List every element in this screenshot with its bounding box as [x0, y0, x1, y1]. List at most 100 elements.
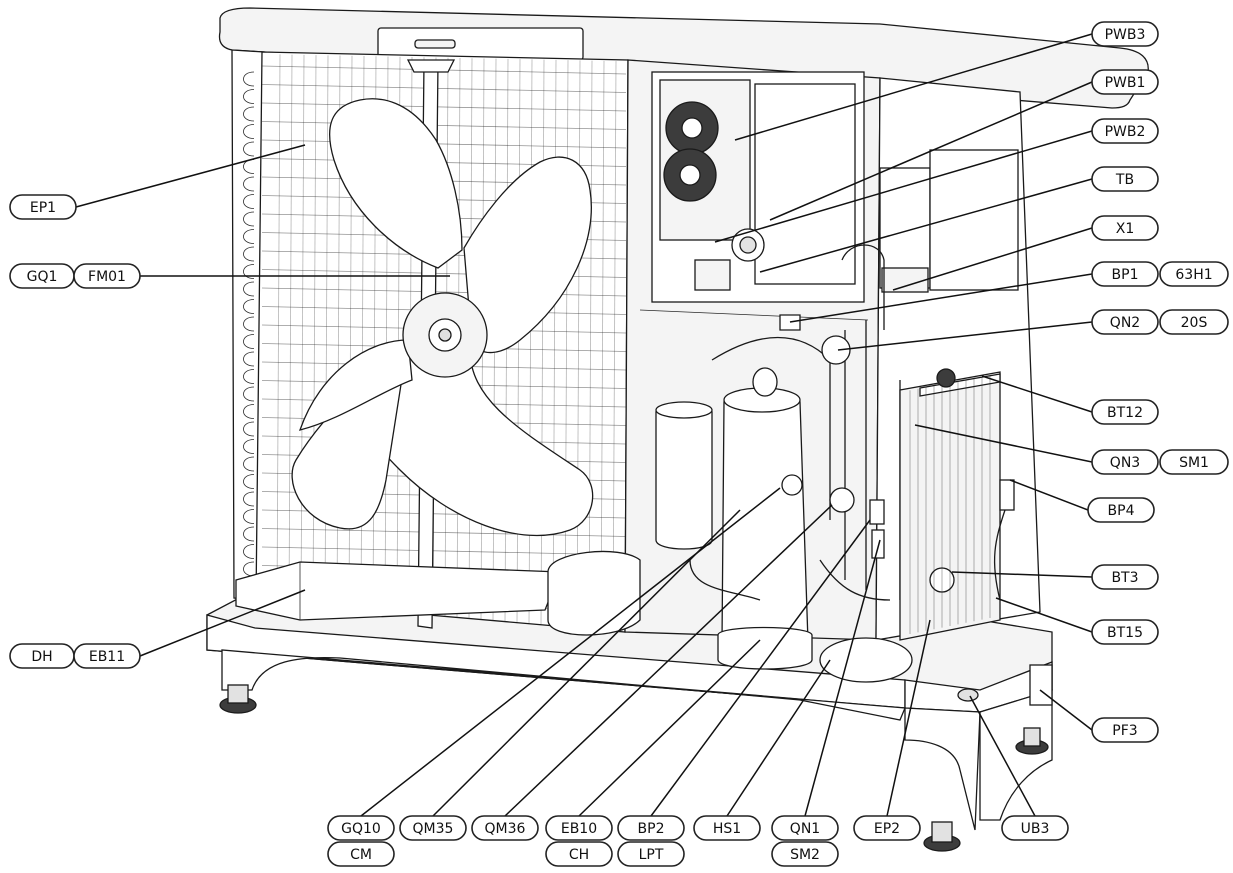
callout-pwb2: PWB2 — [1091, 118, 1159, 144]
callout-label: UB3 — [1021, 821, 1050, 837]
callout-bt3: BT3 — [1091, 564, 1159, 590]
callout-box — [1091, 69, 1159, 95]
callout-label: QN1 — [790, 821, 820, 837]
callout-box — [853, 815, 921, 841]
callout-bt15: BT15 — [1091, 619, 1159, 645]
plate-heat-exchanger — [899, 368, 1001, 641]
receiver — [547, 550, 641, 636]
callout-20s: 20S — [1159, 309, 1229, 335]
callout-eb10: EB10 — [545, 815, 613, 841]
callout-label: TB — [1115, 172, 1134, 188]
callout-label: CH — [569, 847, 589, 863]
callout-label: DH — [31, 649, 52, 665]
leader-line-pwb3 — [734, 33, 1093, 141]
leader-line-ub3 — [969, 695, 1036, 817]
leader-line-qm35 — [432, 509, 741, 817]
callout-box — [771, 815, 839, 841]
fan — [291, 98, 594, 537]
callout-label: BT12 — [1107, 405, 1143, 421]
leader-line-bp2 — [650, 519, 871, 817]
callout-box — [1001, 815, 1069, 841]
callout-label: QM35 — [413, 821, 454, 837]
callout-fm01: FM01 — [73, 263, 141, 289]
callout-label: PWB1 — [1105, 75, 1146, 91]
callout-box — [73, 263, 141, 289]
leader-line-ep1 — [75, 144, 306, 208]
callout-label: BP4 — [1108, 503, 1135, 519]
leader-line-bp1 — [789, 273, 1093, 323]
callout-tb: TB — [1091, 166, 1159, 192]
callout-box — [1159, 309, 1229, 335]
leader-line-qn1 — [804, 539, 881, 817]
callout-box — [1091, 215, 1159, 241]
callout-label: SM1 — [1179, 455, 1209, 471]
callout-cm: CM — [327, 841, 395, 867]
drain-tray — [235, 561, 561, 621]
callout-box — [1091, 166, 1159, 192]
leader-line-qn2 — [837, 321, 1093, 351]
leader-line-x1 — [892, 227, 1093, 291]
leader-line-gq10 — [360, 487, 781, 817]
callout-qm36: QM36 — [471, 815, 539, 841]
callout-box — [1159, 449, 1229, 475]
callout-bp1: BP1 — [1091, 261, 1159, 287]
callout-label: EP2 — [874, 821, 900, 837]
callout-label: HS1 — [713, 821, 741, 837]
callout-bt12: BT12 — [1091, 399, 1159, 425]
callout-box — [73, 643, 141, 669]
callout-label: 20S — [1181, 315, 1208, 331]
callout-box — [545, 815, 613, 841]
callout-label: EB11 — [89, 649, 125, 665]
callout-bp2: BP2 — [617, 815, 685, 841]
callout-lpt: LPT — [617, 841, 685, 867]
callout-label: QN3 — [1110, 455, 1140, 471]
callout-label: QN2 — [1110, 315, 1140, 331]
callout-box — [1091, 261, 1159, 287]
callout-box — [1091, 449, 1159, 475]
leader-line-pf3 — [1039, 689, 1093, 731]
callout-box — [693, 815, 761, 841]
leader-lines — [75, 33, 1093, 817]
leader-line-qm36 — [504, 504, 833, 817]
leader-line-bt3 — [951, 571, 1093, 578]
callout-label: BP1 — [1112, 267, 1139, 283]
callout-label: GQ1 — [27, 269, 58, 285]
callout-label: EB10 — [561, 821, 597, 837]
callout-box — [1091, 118, 1159, 144]
callout-box — [1091, 21, 1159, 47]
callout-box — [771, 841, 839, 867]
leader-line-hs1 — [726, 659, 831, 817]
leader-line-bp4 — [1009, 479, 1089, 511]
leader-line-bt15 — [995, 597, 1093, 633]
callout-qn3: QN3 — [1091, 449, 1159, 475]
callout-box — [1087, 497, 1155, 523]
callout-box — [399, 815, 467, 841]
callout-box — [617, 815, 685, 841]
callout-hs1: HS1 — [693, 815, 761, 841]
callout-x1: X1 — [1091, 215, 1159, 241]
leader-line-dh — [139, 589, 306, 657]
callout-box — [1091, 717, 1159, 743]
callout-label: GQ10 — [341, 821, 381, 837]
callout-box — [1091, 619, 1159, 645]
callout-pwb1: PWB1 — [1091, 69, 1159, 95]
callout-label: PWB2 — [1105, 124, 1146, 140]
callout-box — [327, 815, 395, 841]
pressure-sensor-cable — [993, 479, 1015, 601]
callout-qn2: QN2 — [1091, 309, 1159, 335]
accumulator — [655, 401, 713, 550]
callout-label: 63H1 — [1175, 267, 1212, 283]
callout-box — [617, 841, 685, 867]
callout-ub3: UB3 — [1001, 815, 1069, 841]
callout-box — [1091, 399, 1159, 425]
callout-box — [1159, 261, 1229, 287]
callout-label: PF3 — [1112, 723, 1137, 739]
callout-label: CM — [350, 847, 372, 863]
callout-label: X1 — [1116, 221, 1135, 237]
callout-ep1: EP1 — [9, 194, 77, 220]
heat-pump-unit-illustration — [206, 7, 1149, 852]
leader-line-ep2 — [886, 619, 931, 817]
callout-box — [1091, 309, 1159, 335]
callout-box — [471, 815, 539, 841]
